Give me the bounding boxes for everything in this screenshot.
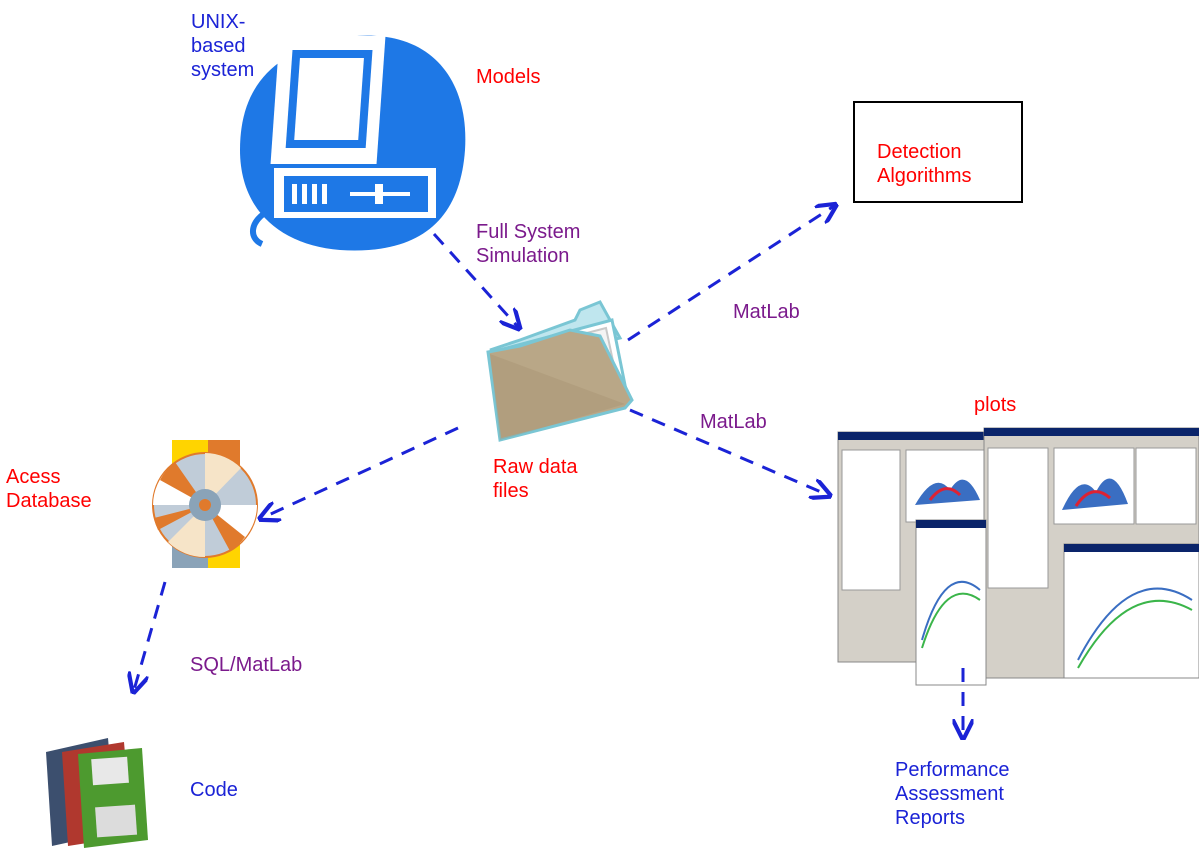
detection-algorithms-label: Detection Algorithms [877,141,972,187]
arrow-computer-to-folder [432,232,518,327]
raw-data-files-label: Raw data files [493,456,578,502]
matlab-top-label: MatLab [733,301,800,323]
matlab-mid-label: MatLab [700,411,767,433]
folder-icon [486,300,634,442]
performance-reports-label: Performance Assessment Reports [895,759,1010,829]
unix-system-label: UNIX- based system [191,11,255,81]
arrow-folder-to-database [262,426,459,518]
matlab-screenshots-icon [837,427,1199,686]
disc-database-icon [152,440,258,568]
detection-box [853,101,1023,203]
access-database-label: Acess Database [6,466,92,512]
floppy-disks-icon [46,738,148,848]
full-system-simulation-label: Full System Simulation [476,221,581,267]
models-label: Models [476,66,541,88]
code-label: Code [190,779,238,801]
arrow-database-to-code [134,581,167,690]
plots-label: plots [974,394,1017,416]
arrow-folder-to-plots [629,408,828,495]
computer-icon [240,35,466,251]
sql-matlab-label: SQL/MatLab [190,654,303,676]
arrow-folder-to-detection [627,206,834,342]
